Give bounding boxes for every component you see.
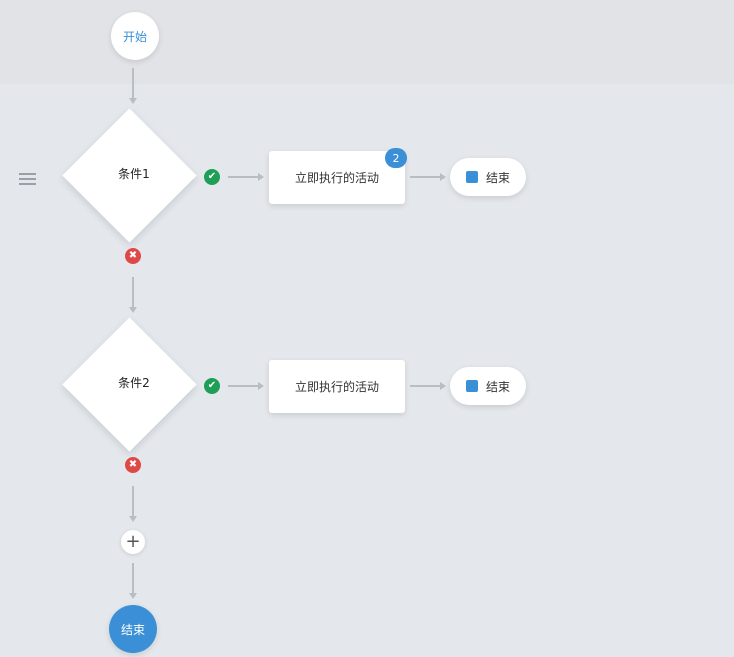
connector-line bbox=[228, 176, 258, 178]
end-label-2: 结束 bbox=[485, 379, 510, 394]
end-label-1: 结束 bbox=[485, 170, 510, 185]
condition-label-1: 条件1 bbox=[118, 167, 150, 181]
square-icon bbox=[465, 380, 478, 392]
check-icon[interactable]: ✔ bbox=[204, 378, 220, 394]
connector-arrowhead bbox=[258, 382, 264, 390]
connector-line bbox=[132, 486, 134, 516]
menu-icon[interactable] bbox=[19, 173, 36, 187]
close-icon[interactable]: ✖ bbox=[125, 248, 141, 264]
end-node-1[interactable]: 结束 bbox=[450, 158, 526, 196]
connector-line bbox=[228, 385, 258, 387]
end-node-2[interactable]: 结束 bbox=[450, 367, 526, 405]
connector-arrowhead bbox=[129, 98, 137, 104]
close-icon[interactable]: ✖ bbox=[125, 457, 141, 473]
activity-count-badge: 2 bbox=[385, 148, 407, 168]
square-icon bbox=[465, 171, 478, 183]
connector-arrowhead bbox=[129, 593, 137, 599]
top-band bbox=[0, 0, 734, 84]
connector-arrowhead bbox=[440, 382, 446, 390]
connector-arrowhead bbox=[129, 307, 137, 313]
activity-label-1: 立即执行的活动 bbox=[294, 171, 379, 185]
connector-line bbox=[132, 563, 134, 593]
connector-arrowhead bbox=[129, 516, 137, 522]
connector-arrowhead bbox=[258, 173, 264, 181]
plus-icon: + bbox=[125, 531, 141, 552]
connector-line bbox=[410, 176, 440, 178]
activity-node-2[interactable]: 立即执行的活动 bbox=[269, 360, 405, 413]
condition-label-2: 条件2 bbox=[118, 376, 150, 390]
connector-arrowhead bbox=[440, 173, 446, 181]
add-button[interactable]: + bbox=[121, 530, 145, 554]
activity-label-2: 立即执行的活动 bbox=[294, 380, 379, 394]
connector-line bbox=[132, 68, 134, 98]
check-icon[interactable]: ✔ bbox=[204, 169, 220, 185]
connector-line bbox=[132, 277, 134, 307]
activity-node-1[interactable]: 立即执行的活动 bbox=[269, 151, 405, 204]
end-node[interactable]: 结束 bbox=[109, 605, 157, 653]
start-node[interactable]: 开始 bbox=[111, 12, 159, 60]
connector-line bbox=[410, 385, 440, 387]
